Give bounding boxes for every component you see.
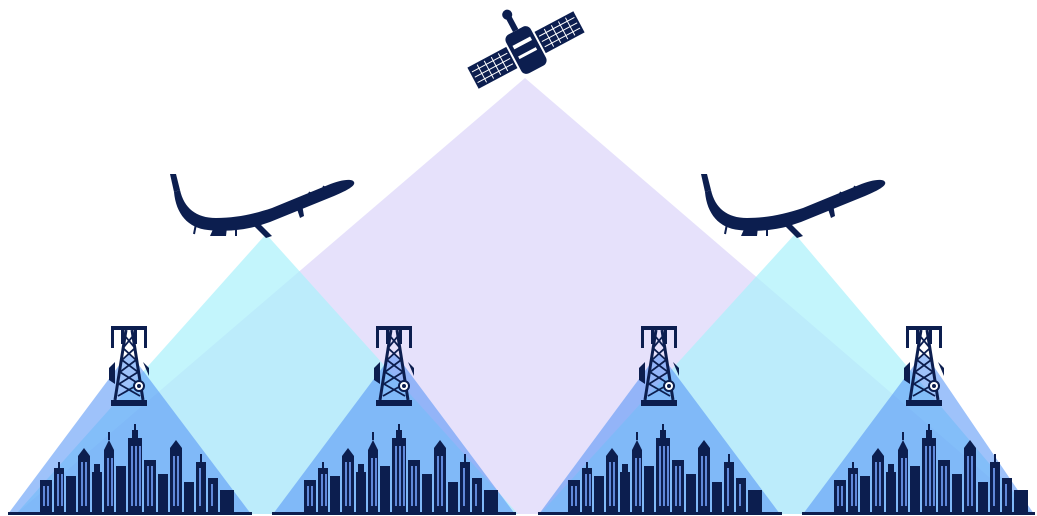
ground-line-1 [8, 512, 252, 515]
solar-aircraft-icon-left [169, 173, 356, 239]
ground-line-2 [272, 512, 516, 515]
tower-beam-4 [803, 352, 1034, 514]
ground-line-3 [538, 512, 782, 515]
ground-line-4 [802, 512, 1035, 515]
tower-beam-1 [8, 352, 251, 514]
tower-beam-3 [539, 352, 780, 514]
solar-aircraft-icon-right [700, 173, 887, 239]
tower-beam-2 [273, 352, 515, 514]
